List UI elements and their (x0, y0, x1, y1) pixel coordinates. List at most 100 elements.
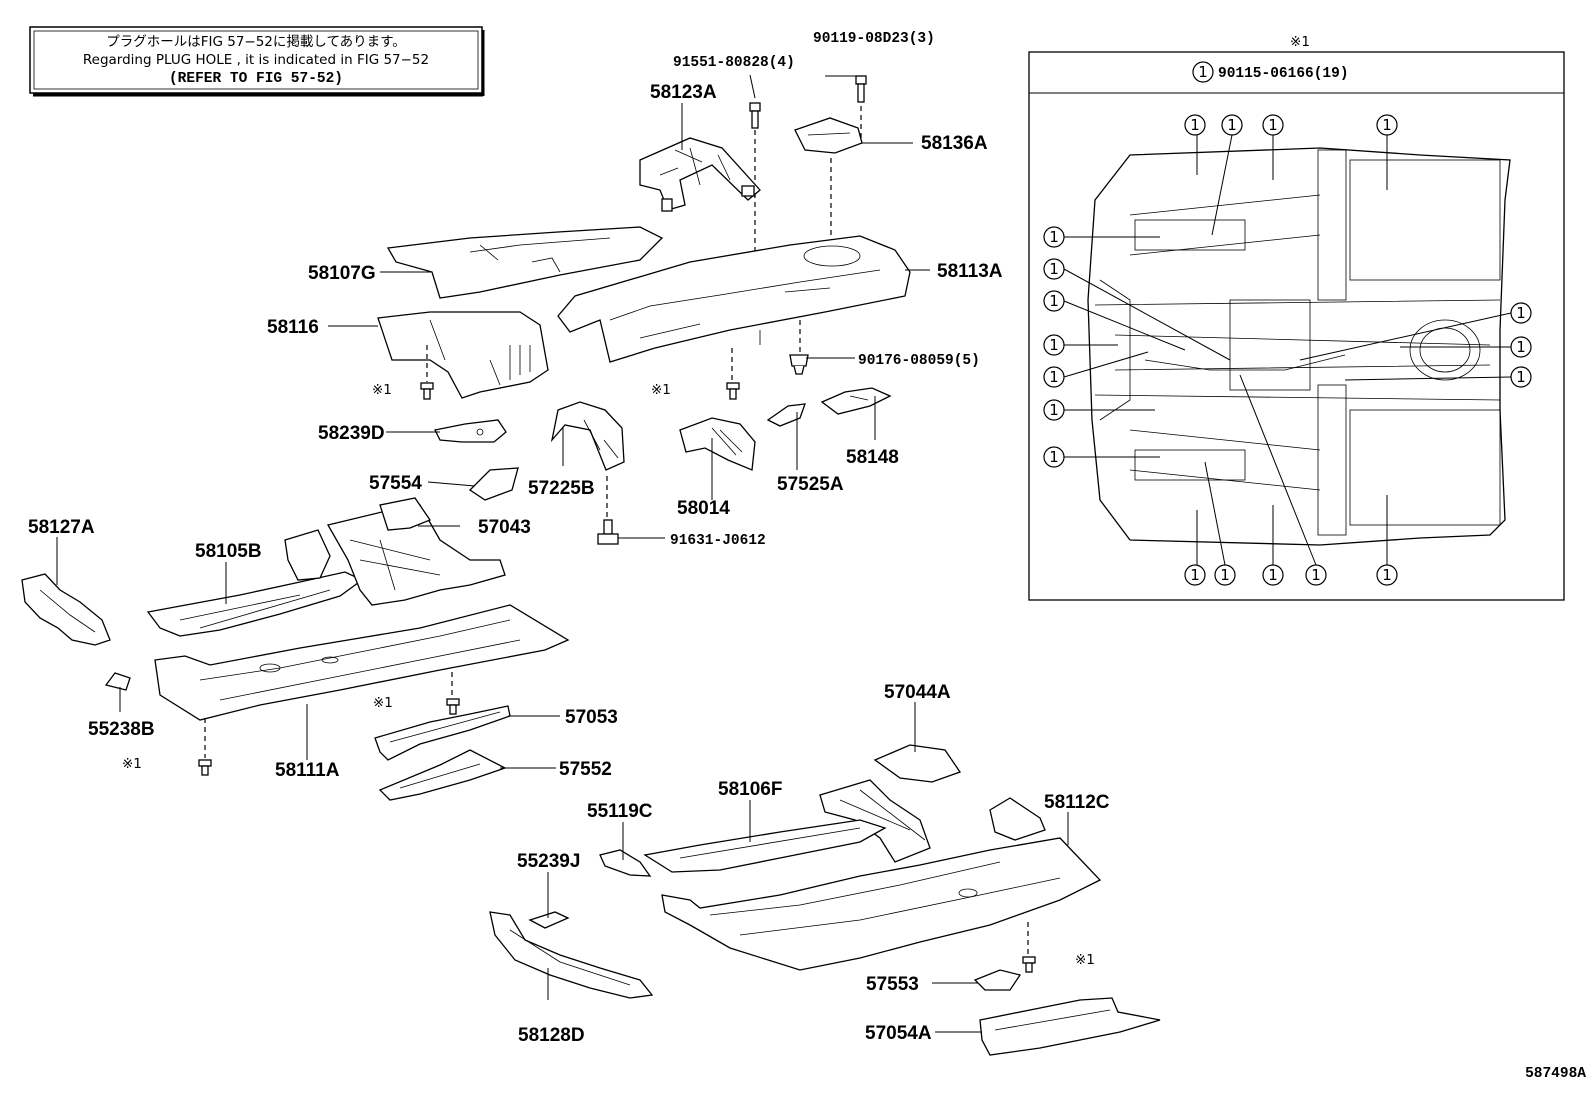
ref1-mark-d: ※1 (122, 756, 142, 772)
label-57044A: 57044A (884, 682, 951, 703)
part-58116-shape (377, 311, 549, 399)
part-58111A-shape (154, 604, 570, 758)
part-57554-shape (468, 467, 519, 501)
label-90176: 90176-08059(5) (858, 353, 980, 369)
svg-text:1: 1 (1049, 260, 1059, 278)
inset-callouts: 1 1 1 1 1 1 1 1 1 1 1 1 1 1 1 1 1 1 1 (1043, 114, 1532, 586)
note-line1: プラグホールはFIG 57−52に掲載してあります。 (106, 34, 406, 50)
inset-callout-bottom-2: 1 (1204, 461, 1236, 586)
part-58127A-shape (21, 573, 111, 646)
svg-text:1: 1 (1220, 566, 1230, 584)
svg-text:1: 1 (1049, 228, 1059, 246)
part-58105B-shape (146, 529, 364, 637)
svg-text:1: 1 (1268, 116, 1278, 134)
label-55239J: 55239J (517, 851, 580, 872)
label-58116: 58116 (267, 317, 319, 338)
svg-text:1: 1 (1190, 116, 1200, 134)
label-57053: 57053 (565, 707, 618, 728)
svg-text:1: 1 (1516, 304, 1526, 322)
inset-callout-bottom-5: 1 (1376, 495, 1398, 586)
ref1-mark-e: ※1 (1075, 952, 1095, 968)
label-58112C: 58112C (1044, 792, 1110, 813)
inset-callout-bottom-4: 1 (1239, 374, 1327, 586)
inset-callout-part: 90115-06166(19) (1218, 66, 1349, 82)
part-57043-shape (327, 497, 506, 606)
note-box: プラグホールはFIG 57−52に掲載してあります。 Regarding PLU… (29, 26, 485, 97)
label-90119: 90119-08D23(3) (813, 31, 935, 47)
inset-callout-left-7: 1 (1043, 446, 1160, 468)
inset-header-mark: ※1 (1290, 34, 1310, 50)
note-line3: (REFER TO FIG 57-52) (169, 71, 343, 87)
ref1-mark-a: ※1 (372, 382, 392, 398)
label-57553: 57553 (866, 974, 919, 995)
label-57552: 57552 (559, 759, 612, 780)
label-55238B: 55238B (88, 719, 155, 740)
label-58128D: 58128D (518, 1025, 585, 1046)
label-58106F: 58106F (718, 779, 782, 800)
label-58105B: 58105B (195, 541, 262, 562)
inset-callout-top-4: 1 (1376, 114, 1398, 190)
bolt-ref1-c (446, 698, 460, 715)
inset-callout-bottom-1: 1 (1184, 510, 1206, 586)
inset-callout-left-4: 1 (1043, 334, 1118, 356)
part-58112C-shape (661, 837, 1102, 971)
label-58123A: 58123A (650, 82, 717, 103)
note-line2: Regarding PLUG HOLE , it is indicated in… (83, 52, 429, 68)
part-57044A-shape (819, 744, 1046, 863)
part-labels: 90119-08D23(3) 91551-80828(4) 58123A 581… (28, 31, 1110, 1046)
svg-text:1: 1 (1516, 368, 1526, 386)
bolt-ref1-a (420, 382, 434, 400)
part-57053-shape (374, 705, 511, 761)
svg-text:1: 1 (1268, 566, 1278, 584)
svg-text:1: 1 (1049, 292, 1059, 310)
bolt-ref1-e (1022, 956, 1036, 973)
label-55119C: 55119C (587, 801, 653, 822)
svg-text:1: 1 (1049, 368, 1059, 386)
inset-callout-num: 1 (1198, 63, 1208, 81)
part-57525A-shape (766, 403, 806, 427)
label-58239D: 58239D (318, 423, 385, 444)
ref1-mark-c: ※1 (373, 695, 393, 711)
underbody-plan (1087, 147, 1511, 546)
inset-panel: ※1 1 90115-06166(19) 1 1 1 (1028, 34, 1565, 601)
part-57553-shape (973, 969, 1022, 991)
inset-callout-left-2: 1 (1043, 258, 1231, 361)
label-57525A: 57525A (777, 474, 844, 495)
label-58113A: 58113A (937, 261, 1003, 282)
svg-text:1: 1 (1049, 401, 1059, 419)
inset-callout-circle (1192, 61, 1214, 83)
clip-90176 (789, 354, 809, 375)
inset-callout-left-6: 1 (1043, 399, 1155, 421)
svg-text:1: 1 (1382, 116, 1392, 134)
label-58014: 58014 (677, 498, 730, 519)
inset-callout-right-2: 1 (1400, 336, 1532, 358)
part-58106F-shape (643, 819, 887, 873)
svg-text:1: 1 (1516, 338, 1526, 356)
label-58111A: 58111A (275, 760, 340, 781)
part-58148-shape (820, 387, 892, 415)
svg-text:1: 1 (1190, 566, 1200, 584)
part-57552-shape (378, 749, 507, 801)
label-58127A: 58127A (28, 517, 95, 538)
svg-text:1: 1 (1382, 566, 1392, 584)
part-58107G-shape (386, 226, 664, 299)
svg-text:1: 1 (1049, 448, 1059, 466)
inset-callout-bottom-3: 1 (1262, 505, 1284, 586)
inset-callout-top-2: 1 (1211, 114, 1243, 236)
label-58107G: 58107G (308, 263, 376, 284)
label-58136A: 58136A (921, 133, 988, 154)
part-57054A-shape (979, 997, 1161, 1056)
label-91551: 91551-80828(4) (673, 55, 795, 71)
label-57554: 57554 (369, 473, 422, 494)
part-58136A-shape (794, 117, 863, 245)
part-58239D-shape (434, 419, 507, 443)
part-58113A-shape (557, 235, 911, 380)
bolt-ref1-d (198, 759, 212, 776)
figure-id: 587498A (1525, 1066, 1586, 1082)
part-55119C-shape (599, 849, 652, 877)
bolt-91631 (597, 519, 619, 545)
label-91631: 91631-J0612 (670, 533, 766, 549)
part-58014-shape (679, 417, 756, 471)
ref1-mark-b: ※1 (651, 382, 671, 398)
